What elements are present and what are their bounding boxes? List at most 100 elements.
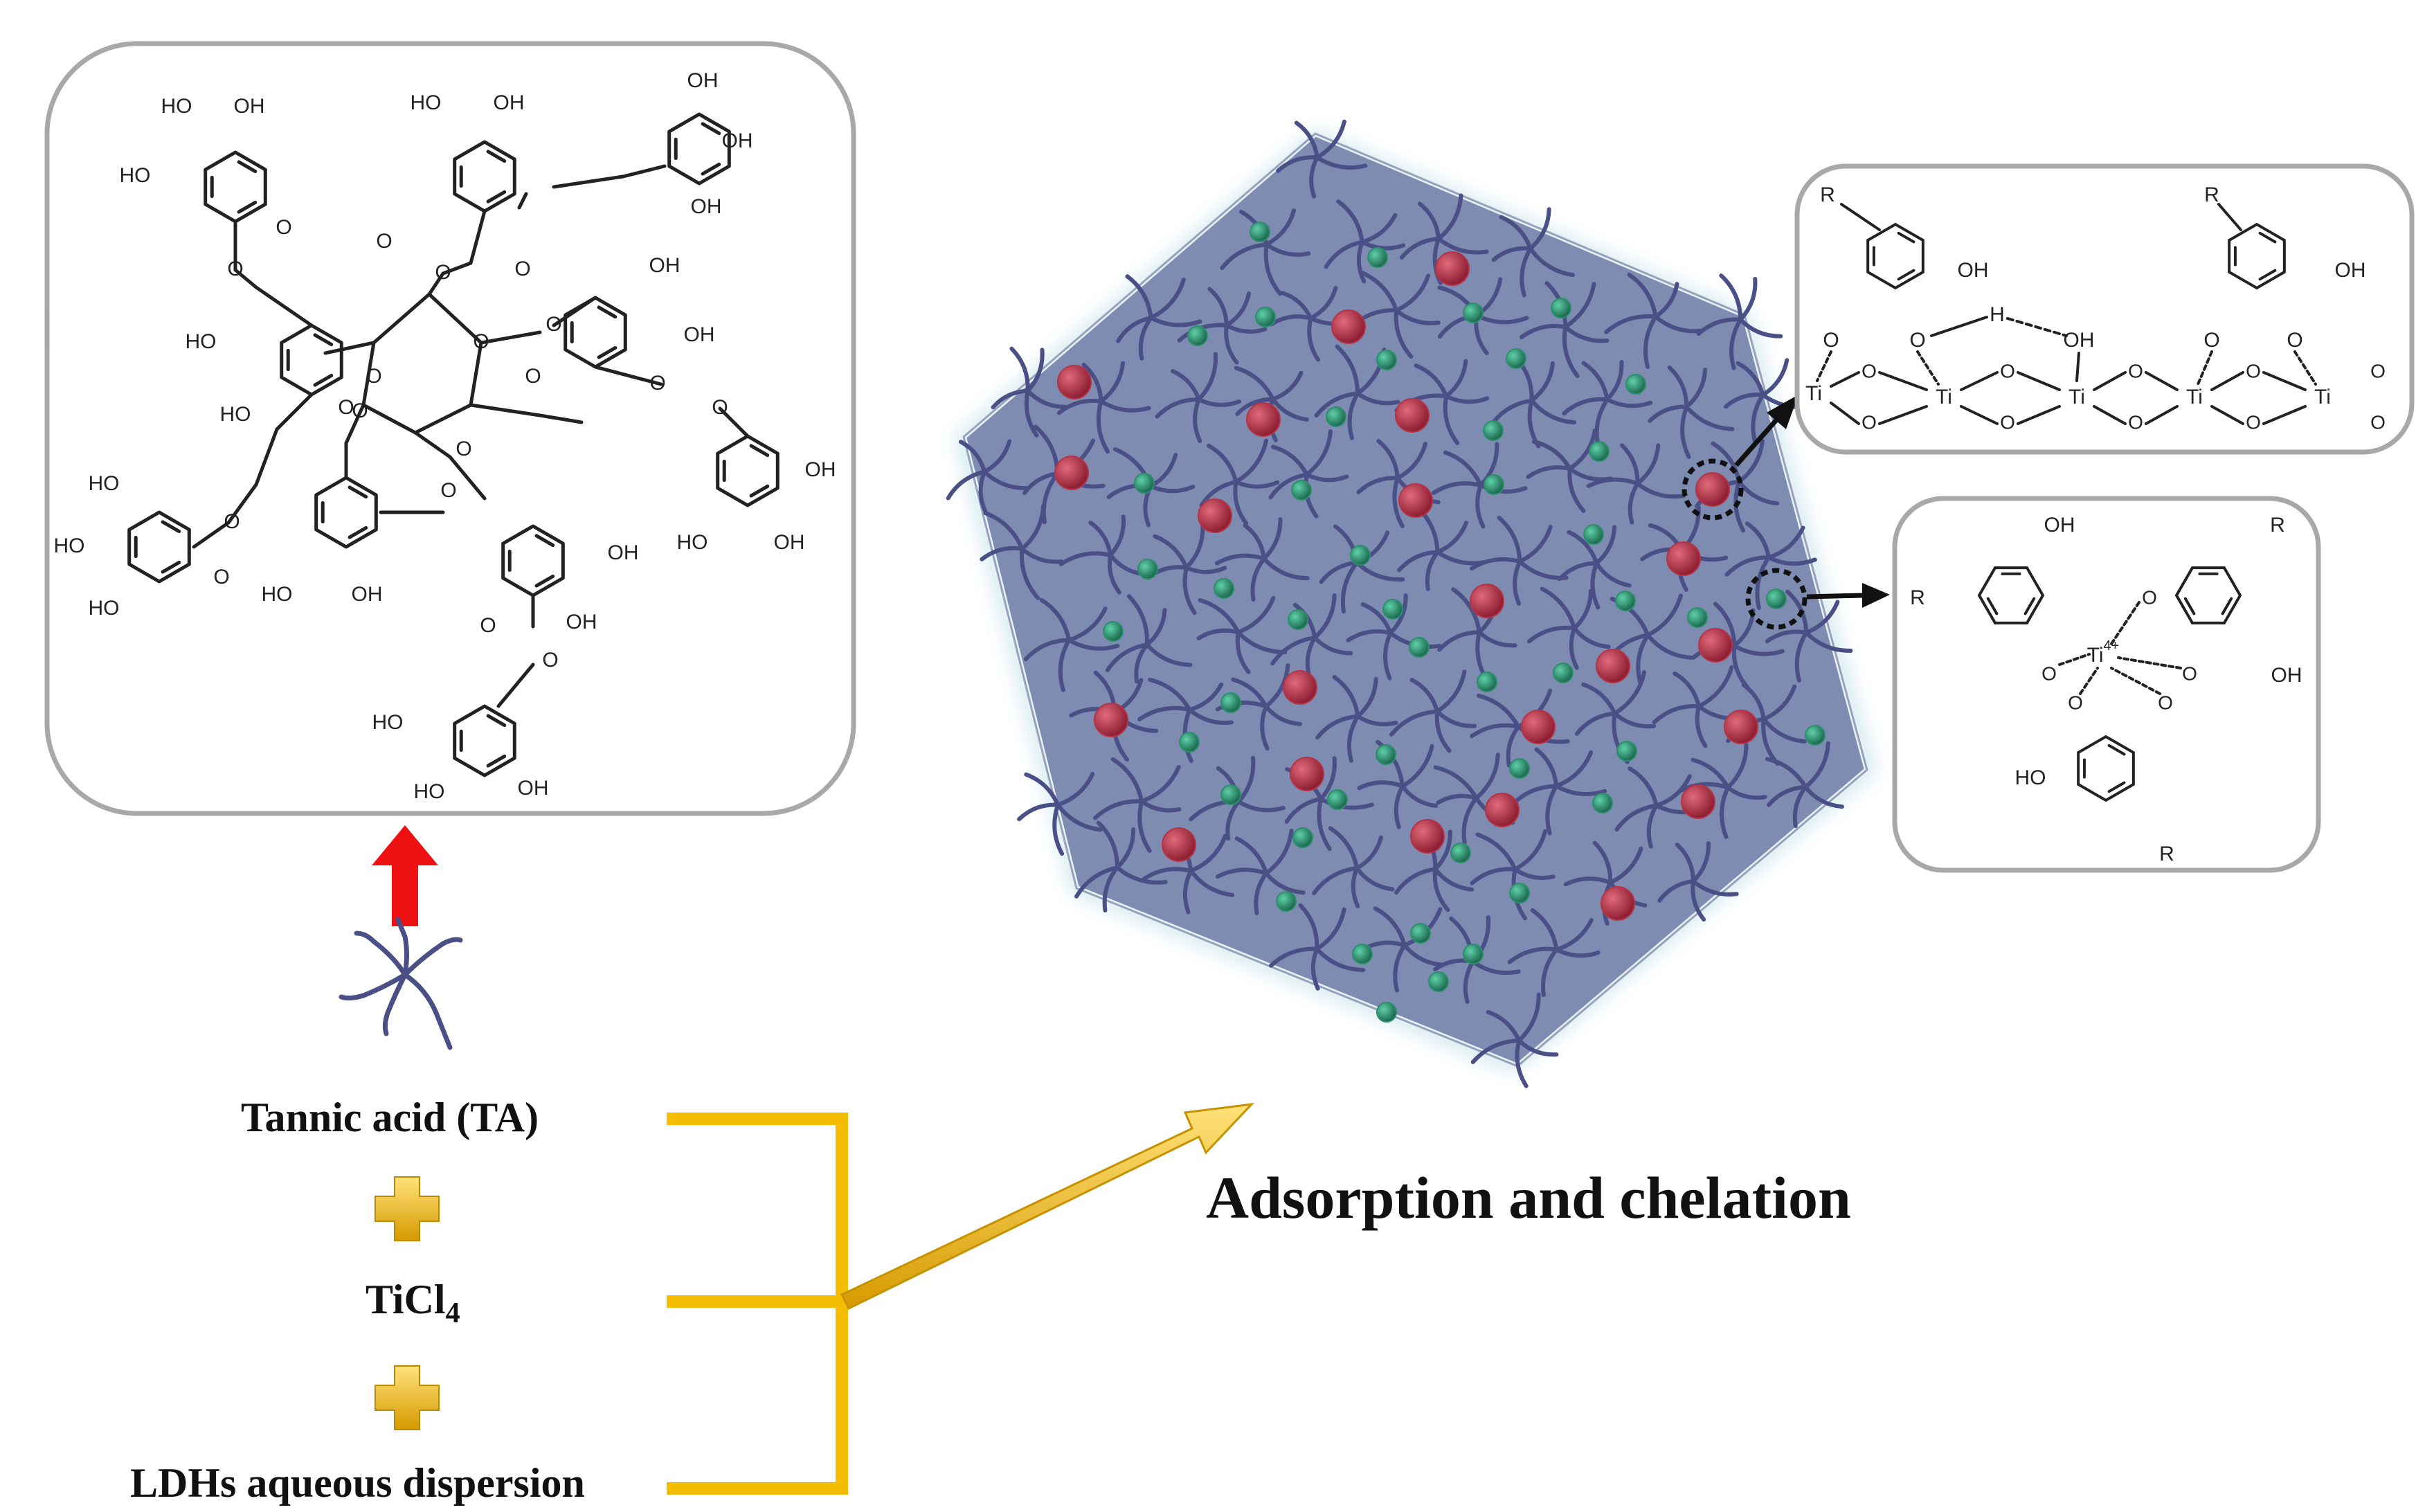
ta-strand — [1394, 867, 1438, 895]
atom-label: O — [2128, 360, 2143, 381]
ta-strand — [1236, 800, 1286, 813]
ta-strand — [1264, 871, 1306, 895]
ta-strand — [1519, 323, 1568, 340]
ta-strand — [1567, 530, 1599, 566]
ta-strand — [1724, 393, 1765, 409]
ta-strand — [1648, 404, 1689, 423]
red-ion-ball — [1666, 541, 1701, 576]
ta-strand — [1198, 598, 1241, 635]
green-ion-ball — [1463, 303, 1484, 323]
atom-label: O — [2000, 411, 2015, 433]
atom-label: OH — [2271, 664, 2302, 687]
ta-strand — [1461, 795, 1479, 845]
ta-strand — [1153, 534, 1189, 570]
atom-label: HO — [220, 403, 251, 426]
ta-strand — [1433, 765, 1479, 800]
ta-strand — [1474, 753, 1500, 800]
ta-strand — [1434, 709, 1452, 753]
atom-label: O — [480, 614, 496, 637]
green-ion-ball — [1214, 578, 1234, 599]
atom-label: OH — [805, 458, 836, 481]
ta-strand — [1435, 669, 1467, 714]
atom-label: OH — [774, 531, 805, 554]
green-ion-ball — [1687, 607, 1708, 628]
ta-strand — [1099, 361, 1126, 404]
ta-strand — [1612, 670, 1647, 716]
ta-strand — [1102, 865, 1119, 912]
gold-process-arrow — [840, 1102, 1254, 1311]
ta-strand — [1356, 240, 1367, 284]
ta-strand — [1058, 551, 1113, 566]
ta-strand — [991, 388, 1030, 410]
green-ion-ball — [1292, 827, 1313, 848]
green-ion-ball — [1187, 325, 1208, 346]
green-ion-ball — [1509, 883, 1530, 903]
ta-strand — [1324, 240, 1364, 269]
ta-strand — [1497, 515, 1522, 564]
ta-strand — [1233, 480, 1249, 525]
ta-strand — [1765, 757, 1808, 789]
atom-label: Ti — [2314, 386, 2331, 408]
ta-strand — [1696, 665, 1734, 709]
ta-strand — [1355, 866, 1395, 892]
ta-strand — [1235, 397, 1275, 416]
ta-strand — [1766, 525, 1805, 560]
ta-strand — [1635, 443, 1661, 486]
ta-strand — [1360, 602, 1393, 636]
ta-strand — [1009, 346, 1030, 393]
ta-strand — [1025, 348, 1045, 393]
ta-strand — [1463, 960, 1475, 1005]
ta-strand — [1397, 550, 1440, 573]
atom-label: O — [2000, 360, 2015, 381]
ta-strand — [1635, 481, 1686, 499]
ta-strand — [1099, 399, 1151, 413]
atom-label: OH — [352, 583, 383, 606]
ticl4-label: TiCl4 — [366, 1276, 460, 1330]
ta-strand — [1432, 867, 1450, 912]
atom-label: OH — [649, 254, 680, 277]
green-ion-ball — [1589, 441, 1610, 462]
atom-label: O — [1823, 329, 1839, 352]
ta-strand — [1563, 325, 1610, 343]
green-ion-ball — [1327, 789, 1348, 810]
ta-strand — [1528, 207, 1551, 251]
ta-strand — [1400, 744, 1434, 789]
ta-strand — [1261, 517, 1283, 561]
atom-label: O — [1861, 411, 1877, 433]
ta-strand — [1691, 757, 1730, 790]
ta-strand — [1612, 711, 1657, 729]
panel-frame — [1892, 496, 2321, 873]
atom-label: HO — [411, 91, 442, 114]
atom-label: OH — [1958, 259, 1989, 282]
ta-strand — [1608, 846, 1643, 885]
ta-strand — [1400, 784, 1439, 809]
ta-strand — [1554, 750, 1594, 789]
red-ion-ball — [1435, 251, 1470, 286]
atom-label: O — [2182, 663, 2197, 684]
ta-strand — [946, 469, 987, 501]
adsorption-chelation-label: Adsorption and chelation — [1206, 1164, 1851, 1231]
ta-strand — [1235, 630, 1251, 674]
green-ion-ball — [1255, 307, 1276, 327]
ta-strand — [1627, 272, 1658, 319]
ta-strand — [1794, 630, 1809, 683]
ta-strand — [1751, 393, 1765, 443]
plus-sign-2 — [375, 1365, 440, 1430]
ta-strand — [1304, 429, 1333, 477]
ta-strand — [1199, 480, 1238, 507]
ta-strand — [1436, 236, 1489, 255]
ta-strand — [1392, 476, 1405, 528]
ta-strand — [1215, 867, 1269, 879]
ta-strand — [1643, 314, 1658, 369]
green-ion-ball — [1103, 621, 1124, 642]
atom-label: HO — [2015, 766, 2046, 789]
ta-strand — [1388, 593, 1408, 636]
ta-strand — [1804, 600, 1840, 635]
ta-strand — [1196, 628, 1241, 640]
atom-label: O — [224, 510, 240, 533]
red-ion-ball — [1695, 472, 1730, 507]
ta-strand — [1308, 285, 1338, 321]
